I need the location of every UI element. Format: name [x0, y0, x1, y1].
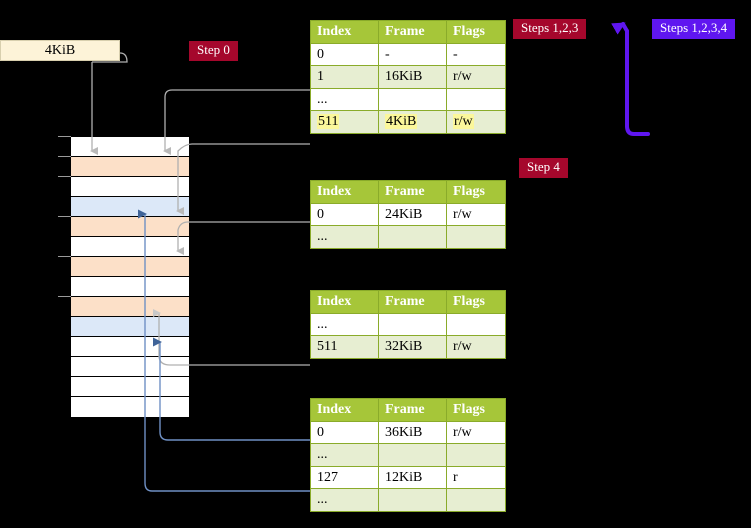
- memory-cell: [71, 197, 189, 217]
- memory-row-tick: [58, 136, 71, 137]
- memory-row-tick: [58, 256, 71, 257]
- table-row: 511 4KiB r/w: [310, 110, 506, 134]
- memory-cell: [71, 357, 189, 377]
- table-cell: r/w: [446, 420, 506, 444]
- memory-cell: [71, 377, 189, 397]
- table-cell: 127: [310, 465, 379, 489]
- column-header-flags: Flags: [446, 20, 506, 44]
- badge-steps-123: Steps 1,2,3: [513, 19, 587, 39]
- table-cell: ...: [310, 225, 379, 249]
- table-cell: 0: [310, 202, 379, 226]
- memory-cell: [71, 257, 189, 277]
- memory-grid: [70, 136, 190, 417]
- memory-row-tick: [58, 296, 71, 297]
- column-header-frame: Frame: [378, 290, 447, 314]
- table-row: ...: [310, 225, 506, 249]
- table-cell: r/w: [446, 335, 506, 359]
- memory-cell: [71, 137, 189, 157]
- highlighted-value: r/w: [453, 114, 474, 129]
- badge-step-4: Step 4: [519, 158, 568, 178]
- column-header-flags: Flags: [446, 290, 506, 314]
- table-cell: ...: [310, 312, 379, 336]
- memory-cell: [71, 317, 189, 337]
- table-cell: [446, 87, 506, 111]
- column-header-frame: Frame: [378, 20, 447, 44]
- table-cell: 511: [310, 110, 379, 134]
- highlighted-value: 511: [317, 114, 340, 129]
- column-header-flags: Flags: [446, 180, 506, 204]
- table-cell: [446, 443, 506, 467]
- table-cell: 511: [310, 335, 379, 359]
- table-cell: 4KiB: [378, 110, 447, 134]
- table-cell: [446, 488, 506, 512]
- table-cell: r/w: [446, 110, 506, 134]
- memory-cell: [71, 337, 189, 357]
- column-header-frame: Frame: [378, 180, 447, 204]
- memory-cell: [71, 397, 189, 417]
- column-header-flags: Flags: [446, 398, 506, 422]
- table-cell: 12KiB: [378, 465, 447, 489]
- memory-cell: [71, 277, 189, 297]
- column-header-frame: Frame: [378, 398, 447, 422]
- table-cell: [378, 87, 447, 111]
- table-cell: ...: [310, 87, 379, 111]
- table-cell: -: [378, 42, 447, 66]
- table-row: 0--: [310, 42, 506, 66]
- table-cell: [446, 225, 506, 249]
- table-cell: 24KiB: [378, 202, 447, 226]
- table-row: ...: [310, 87, 506, 111]
- table-cell: [378, 443, 447, 467]
- badge-step-0: Step 0: [189, 41, 238, 61]
- table-cell: 16KiB: [378, 65, 447, 89]
- table-cell: 36KiB: [378, 420, 447, 444]
- table-cell: r/w: [446, 65, 506, 89]
- memory-cell: [71, 297, 189, 317]
- memory-cell: [71, 177, 189, 197]
- column-header-index: Index: [310, 180, 379, 204]
- table-cell: [378, 225, 447, 249]
- size-label-text: 4KiB: [44, 42, 76, 58]
- table-row: ...: [310, 488, 506, 512]
- table-cell: ...: [310, 488, 379, 512]
- badge-steps-1234: Steps 1,2,3,4: [652, 19, 736, 39]
- table-cell: -: [446, 42, 506, 66]
- highlighted-value: 4KiB: [385, 114, 418, 129]
- table-cell: r/w: [446, 202, 506, 226]
- size-label-box: 4KiB: [0, 40, 120, 61]
- table-cell: 0: [310, 420, 379, 444]
- memory-row-tick: [58, 216, 71, 217]
- column-header-index: Index: [310, 20, 379, 44]
- column-header-index: Index: [310, 290, 379, 314]
- memory-cell: [71, 217, 189, 237]
- table-row: ...: [310, 443, 506, 467]
- table-row: ...: [310, 312, 506, 336]
- table-cell: r: [446, 465, 506, 489]
- table-cell: 32KiB: [378, 335, 447, 359]
- memory-cell: [71, 237, 189, 257]
- table-cell: [446, 312, 506, 336]
- column-header-index: Index: [310, 398, 379, 422]
- table-cell: 1: [310, 65, 379, 89]
- memory-row-tick: [58, 156, 71, 157]
- table-cell: [378, 488, 447, 512]
- table-cell: [378, 312, 447, 336]
- memory-cell: [71, 157, 189, 177]
- memory-row-tick: [58, 176, 71, 177]
- table-cell: 0: [310, 42, 379, 66]
- table-cell: ...: [310, 443, 379, 467]
